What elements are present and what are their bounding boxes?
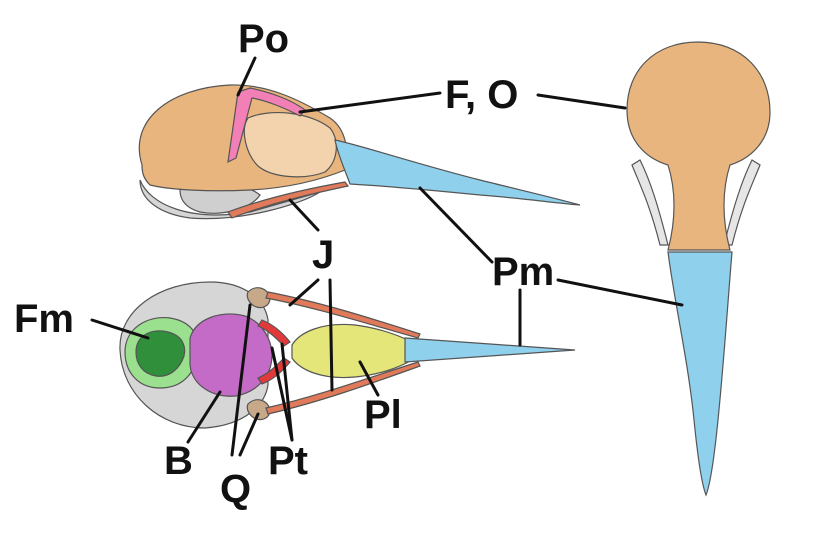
leader-po [236, 56, 257, 97]
label-pm: Pm [492, 250, 554, 294]
leader-j-right [328, 278, 334, 392]
labels: Po F, O J Pm Fm Pl B Q Pt [14, 17, 554, 511]
ventral-pterygoid-upper [257, 319, 291, 347]
ventral-quadrate-lower [246, 399, 271, 421]
label-q: Q [220, 467, 251, 511]
lateral-jugal-bar [227, 181, 350, 219]
ventral-jugal-lower [265, 361, 421, 415]
lateral-postorbital [227, 87, 306, 164]
dorsal-frontal-occipital [626, 41, 771, 251]
label-pl: Pl [364, 393, 402, 437]
label-po: Po [238, 17, 289, 61]
lateral-braincase-grey [139, 179, 321, 220]
label-fo: F, O [445, 73, 518, 117]
leader-q-upper [230, 303, 252, 457]
leader-j-top [288, 198, 320, 232]
ventral-jugal-upper [265, 291, 421, 339]
leader-pl [358, 360, 380, 397]
leader-b [186, 390, 222, 444]
dorsal-lateral-bone-right [723, 159, 761, 246]
dorsal-premaxilla [667, 251, 733, 497]
leader-fo-right [536, 93, 627, 110]
ventral-quadrate-upper [246, 287, 271, 309]
label-j: J [312, 233, 334, 277]
label-fm: Fm [14, 297, 74, 341]
leader-fo-left [298, 91, 442, 114]
label-b: B [164, 439, 193, 483]
leader-pt-lower [280, 342, 294, 442]
leader-fm [90, 318, 150, 340]
leader-j-left [288, 278, 320, 307]
lateral-skull-view [138, 84, 581, 220]
leader-lines [90, 56, 684, 457]
ventral-foramen-magnum-inner [135, 330, 186, 377]
dorsal-lateral-bone-left [631, 159, 669, 246]
ventral-premaxilla [404, 337, 576, 363]
ventral-skull-view [119, 281, 576, 429]
label-pt: Pt [268, 439, 308, 483]
leader-pm-dorsal [556, 278, 684, 307]
leader-q-lower [238, 412, 260, 457]
leader-pm-lateral [418, 186, 494, 264]
leader-pt-upper [270, 346, 294, 442]
dorsal-skull-view [626, 41, 771, 497]
lateral-premaxilla [334, 139, 581, 206]
